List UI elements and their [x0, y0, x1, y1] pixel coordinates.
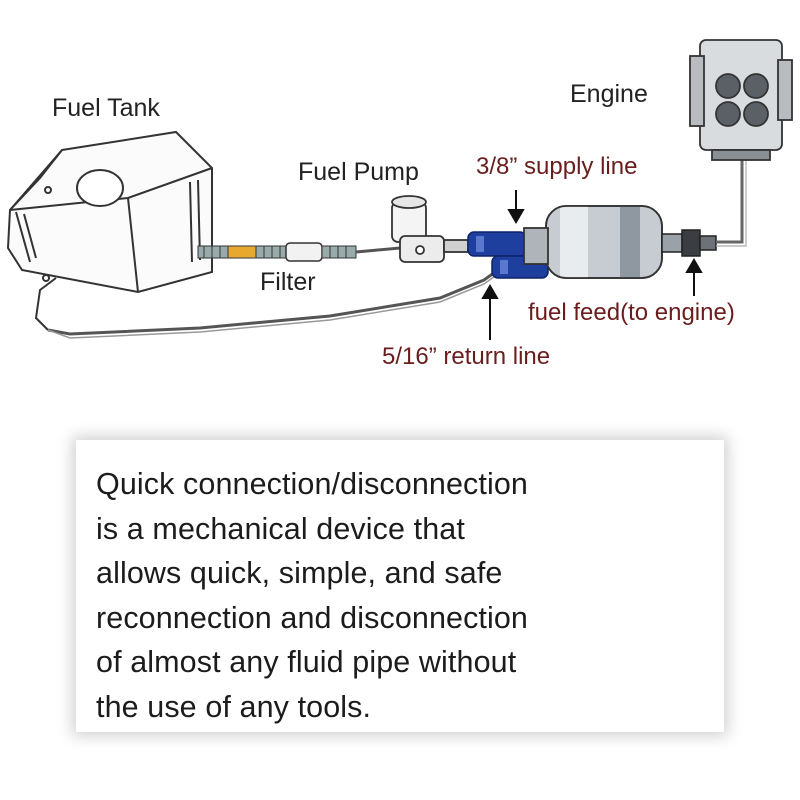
supply-line-label: 3/8” supply line: [476, 153, 637, 180]
supply-hose-drawing: [197, 245, 287, 259]
fuel-system-diagram: Fuel Tank Fuel Pump Filter Engine 3/8” s…: [6, 39, 793, 370]
filter-label: Filter: [260, 268, 316, 296]
inline-pump-cylinder: [523, 205, 663, 279]
fuel-pump-label: Fuel Pump: [298, 158, 419, 186]
description-panel: Quick connection/disconnection is a mech…: [76, 440, 724, 732]
description-text: Quick connection/disconnection is a mech…: [96, 467, 528, 724]
filter-drawing: [285, 242, 357, 262]
fuel-feed-arrow: [685, 258, 703, 296]
engine-feed-line: [716, 150, 744, 244]
fuel-tank-label: Fuel Tank: [52, 94, 160, 122]
fuel-pump-drawing: [391, 195, 469, 263]
return-line-label: 5/16” return line: [382, 343, 550, 370]
supply-line-arrow: [507, 190, 525, 224]
engine-carburetor: [689, 39, 793, 161]
outlet-fitting: [661, 229, 717, 257]
return-line-arrow: [481, 284, 499, 340]
fuel-feed-label: fuel feed(to engine): [528, 299, 735, 326]
return-line-pipe: [47, 268, 499, 336]
fuel-tank-drawing: [6, 130, 213, 331]
engine-label: Engine: [570, 80, 648, 108]
